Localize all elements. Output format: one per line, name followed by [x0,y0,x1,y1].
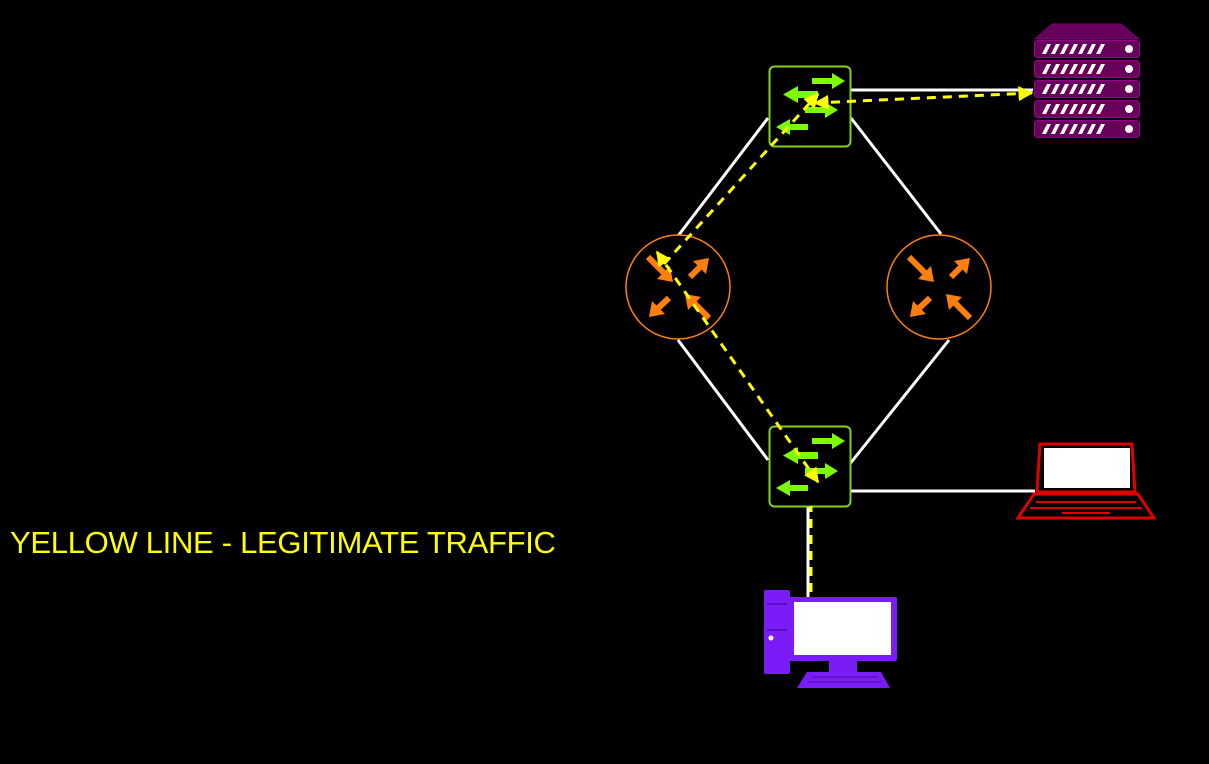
router-arrows-icon [906,254,973,321]
laptop-icon [1015,442,1157,520]
switch-bottom [768,425,852,508]
link-router-left-switch-bottom [676,339,770,461]
link-switch-top-router-left [676,117,770,237]
laptop [1015,442,1157,520]
switch-top [768,65,852,148]
link-switch-top-router-right [849,117,943,235]
server-rack-icon [1033,23,1141,138]
pc [764,590,897,688]
server [1033,23,1141,138]
router-icon [886,234,992,340]
desktop-computer-icon [764,590,897,688]
traffic-router-left-to-switch-top [662,92,820,266]
legend-text: YELLOW LINE - LEGITIMATE TRAFFIC [10,525,556,560]
link-router-right-switch-bottom [847,339,951,466]
legitimate-traffic-path [655,86,1034,592]
traffic-switch-top-to-server [813,86,1034,110]
network-links [676,88,1035,598]
router-right [886,234,992,340]
